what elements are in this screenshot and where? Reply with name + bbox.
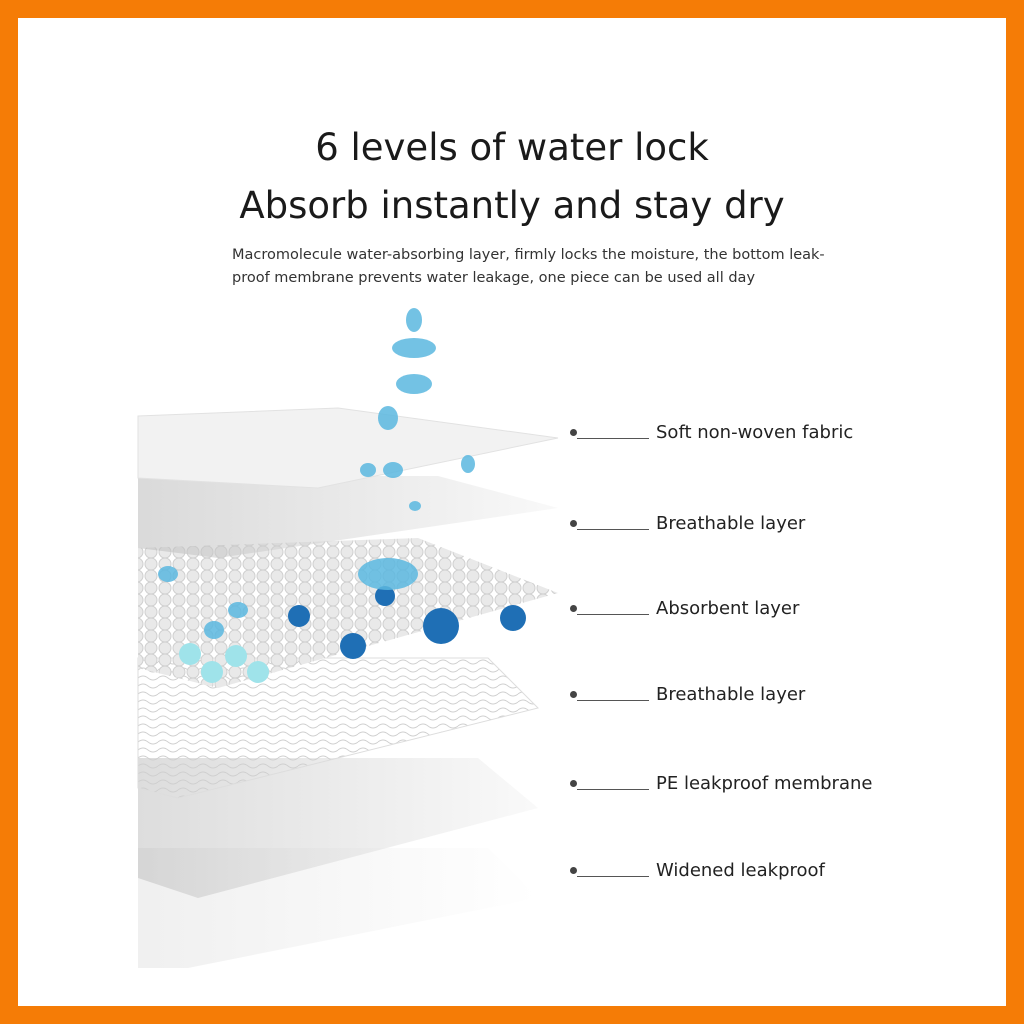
description: Macromolecule water-absorbing layer, fir… (232, 247, 825, 286)
layer-non-woven (137, 407, 559, 489)
absorbent-beads (288, 586, 526, 659)
pointer-line (577, 528, 649, 530)
pointer-line (577, 613, 649, 615)
layer-label-text: Absorbent layer (656, 597, 800, 619)
layer-label-6: Widened leakproof (570, 859, 825, 881)
pointer-line (577, 437, 649, 439)
layer-label-2: Breathable layer (570, 512, 806, 534)
layer-label-text: PE leakproof membrane (656, 772, 873, 794)
pointer-dot (570, 519, 577, 527)
heading-line-2: Absorb instantly and stay dry (239, 184, 785, 227)
layer-label-5: PE leakproof membrane (570, 772, 873, 794)
pointer-dot (570, 866, 577, 874)
pointer-line (577, 875, 649, 877)
pointer-line (577, 788, 649, 790)
pointer-dot (570, 428, 577, 436)
pointer-dot (570, 604, 577, 612)
layer-label-text: Widened leakproof (656, 859, 825, 881)
layer-label-text: Breathable layer (656, 512, 806, 534)
layer-label-3: Absorbent layer (570, 597, 800, 619)
layer-breathable-2 (137, 657, 539, 799)
absorbent-cyan-beads (179, 643, 269, 683)
pointer-dot (570, 779, 577, 787)
layer-diagram (137, 308, 559, 968)
water-drops (158, 308, 475, 639)
layer-label-text: Soft non-woven fabric (656, 421, 854, 443)
layer-label-4: Breathable layer (570, 683, 806, 705)
layer-label-1: Soft non-woven fabric (570, 421, 854, 443)
layer-label-text: Breathable layer (656, 683, 806, 705)
pointer-line (577, 699, 649, 701)
infographic-panel: 6 levels of water lock Absorb instantly … (18, 18, 1006, 1006)
layer-breathable-1 (138, 476, 558, 558)
pointer-dot (570, 690, 577, 698)
layer-pe-membrane (138, 758, 538, 898)
heading-line-1: 6 levels of water lock (315, 126, 709, 169)
